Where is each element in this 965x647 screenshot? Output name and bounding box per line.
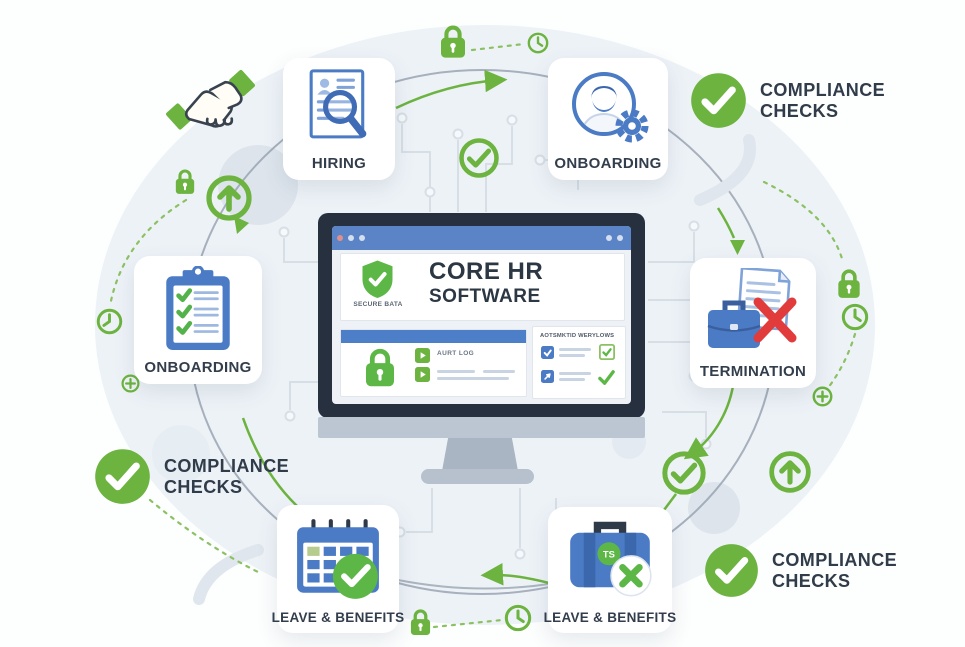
play-button-icon <box>415 348 430 363</box>
workflows-panel: AOTSMKTID WERYLOWS <box>532 326 626 399</box>
compliance-bottom-left-text: COMPLIANCE CHECKS <box>164 455 289 497</box>
shield-check-icon <box>362 260 393 298</box>
clipboard-checklist-icon <box>134 266 262 352</box>
app-title-line1: CORE HR <box>429 258 544 285</box>
check-circle-icon <box>691 73 746 128</box>
circle-plus-icon <box>121 374 140 393</box>
compliance-bottom-right-text: COMPLIANCE CHECKS <box>772 549 897 591</box>
workflows-label: AOTSMKTID WERYLOWS <box>540 333 615 339</box>
monitor: SECURE BATA CORE HR SOFTWARE AURT LOG <box>318 213 645 418</box>
lock-icon <box>838 269 860 298</box>
checkbox-icon <box>541 370 554 383</box>
green-check-icon <box>598 370 615 385</box>
text-line <box>559 378 585 381</box>
termination-doc-briefcase-icon <box>690 268 816 356</box>
checkbox-icon <box>541 346 554 359</box>
handshake-icon <box>166 69 255 130</box>
text-line <box>483 370 515 373</box>
text-line <box>437 370 475 373</box>
card-termination: TERMINATION <box>690 258 816 388</box>
circle-check-icon <box>459 138 499 178</box>
clock-icon <box>96 308 123 335</box>
lock-icon <box>441 25 465 58</box>
boxed-check-icon <box>599 344 615 360</box>
clock-icon <box>504 604 532 632</box>
card-termination-label: TERMINATION <box>699 363 807 380</box>
card-onboarding-left: ONBOARDING <box>134 256 262 384</box>
calendar-check-icon <box>277 515 399 605</box>
text-line <box>559 348 591 351</box>
monitor-screen: SECURE BATA CORE HR SOFTWARE AURT LOG <box>332 226 631 404</box>
circle-up-arrow-icon <box>206 175 252 221</box>
check-circle-icon <box>705 544 758 597</box>
browser-title-bar <box>332 226 631 250</box>
circle-up-arrow-icon <box>769 451 811 493</box>
text-line <box>437 377 509 380</box>
compliance-top-right: COMPLIANCE CHECKS <box>690 72 885 129</box>
check-circle-icon <box>95 449 150 504</box>
circle-check-icon <box>662 451 706 495</box>
circle-plus-icon <box>812 386 833 407</box>
audit-panel-header <box>341 330 526 343</box>
monitor-stand <box>442 438 518 471</box>
card-onboarding-left-label: ONBOARDING <box>144 359 252 376</box>
padlock-icon <box>366 348 394 387</box>
clock-icon <box>841 303 869 331</box>
compliance-top-right-text: COMPLIANCE CHECKS <box>760 79 885 121</box>
app-title-line2: SOFTWARE <box>429 286 541 307</box>
window-dot-red <box>337 235 343 241</box>
suitcase-x-icon: TS <box>548 517 672 601</box>
card-hiring-label: HIRING <box>311 155 367 172</box>
text-line <box>559 354 585 357</box>
audit-log-label: AURT LOG <box>437 350 475 357</box>
lock-icon <box>175 169 195 194</box>
window-dot <box>348 235 354 241</box>
window-dot <box>617 235 623 241</box>
card-onboarding-top-label: ONBOARDING <box>554 155 662 172</box>
text-line <box>559 372 591 375</box>
clock-icon <box>527 32 549 54</box>
card-hiring: HIRING <box>283 58 395 180</box>
user-gear-icon <box>548 68 668 148</box>
suitcase-badge-label: TS <box>603 548 615 559</box>
secure-data-label: SECURE BATA <box>353 301 403 308</box>
monitor-base <box>421 469 534 484</box>
lock-icon <box>410 609 431 635</box>
hiring-document-search-icon <box>283 68 395 148</box>
monitor-chin <box>318 417 645 438</box>
card-onboarding-top: ONBOARDING <box>548 58 668 180</box>
card-leave-benefits-right: TS LEAVE & BENEFITS <box>544 507 676 633</box>
card-leave-benefits-left-label: LEAVE & BENEFITS <box>271 610 405 625</box>
play-button-icon <box>415 367 430 382</box>
compliance-bottom-left: COMPLIANCE CHECKS <box>94 448 289 505</box>
compliance-bottom-right: COMPLIANCE CHECKS <box>704 543 897 598</box>
background-circle <box>152 425 210 483</box>
hero-panel: SECURE BATA CORE HR SOFTWARE <box>340 253 625 321</box>
window-dot <box>359 235 365 241</box>
card-leave-benefits-right-label: LEAVE & BENEFITS <box>543 610 677 625</box>
audit-log-panel: AURT LOG <box>340 329 527 397</box>
card-leave-benefits-left: LEAVE & BENEFITS <box>272 505 404 633</box>
window-dot <box>606 235 612 241</box>
